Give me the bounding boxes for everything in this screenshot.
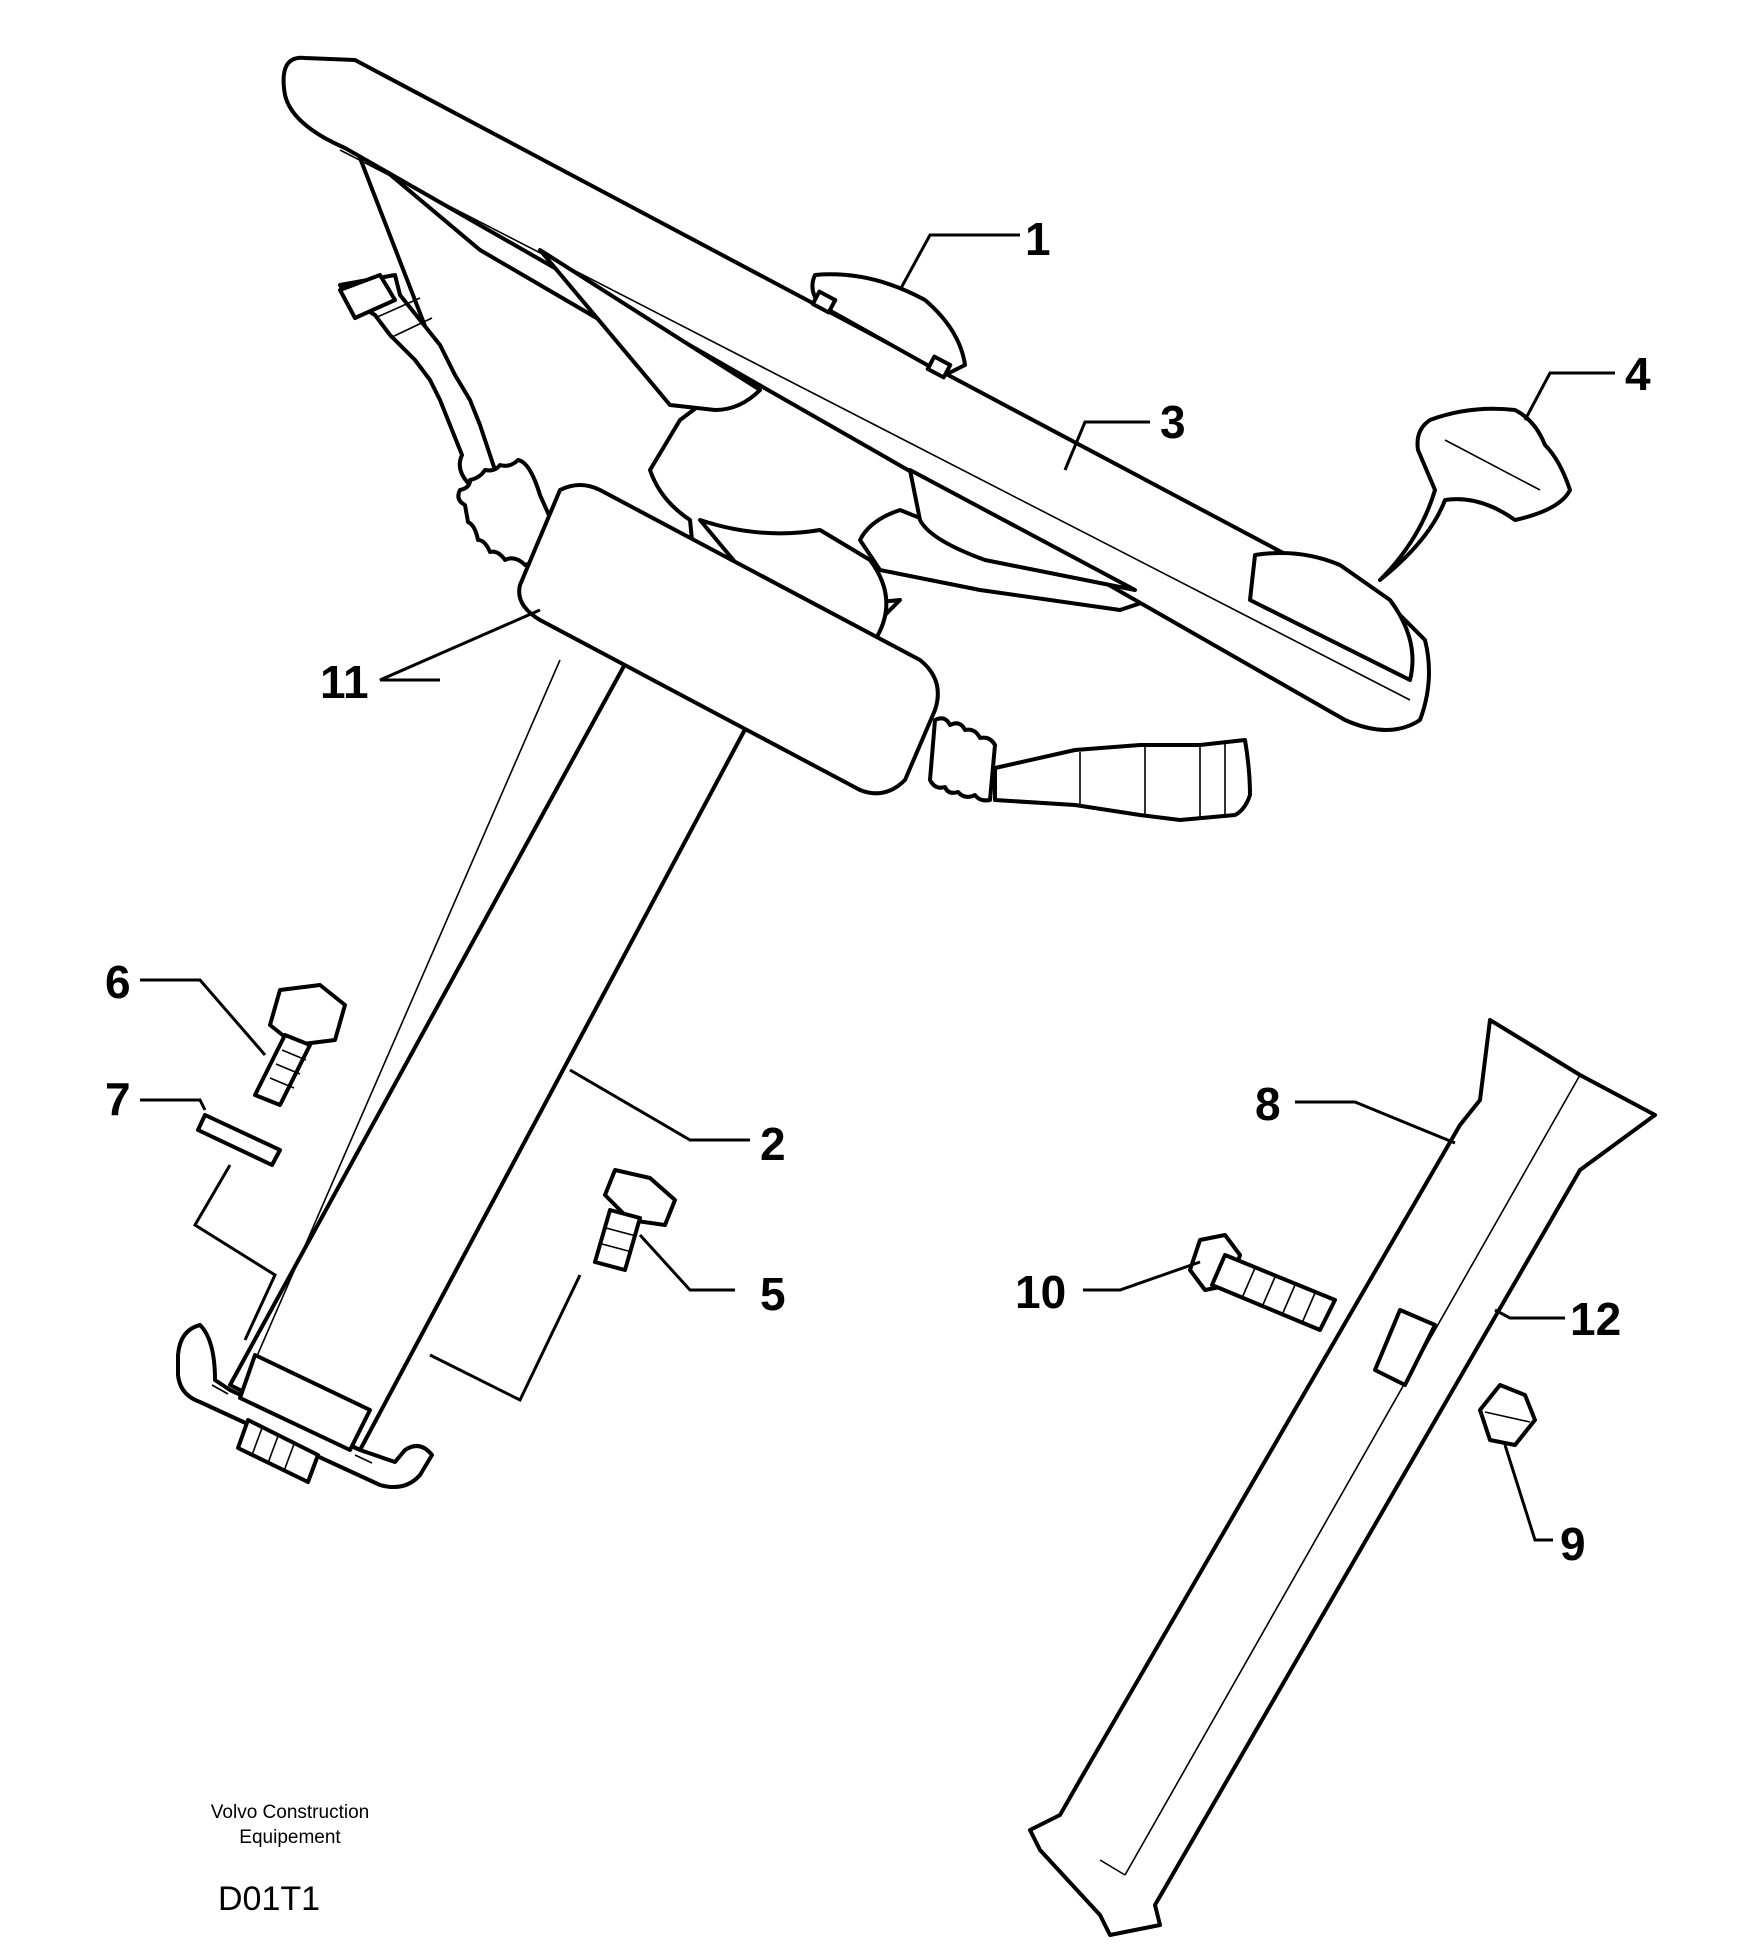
- callout-11: 11: [320, 656, 369, 708]
- leader-lines: [140, 233, 1615, 1542]
- callout-4: 4: [1625, 348, 1651, 400]
- bolt-10: [1188, 1233, 1337, 1332]
- column-bracket: [1028, 1018, 1657, 1937]
- callout-7: 7: [105, 1073, 131, 1125]
- callout-labels: 1 2 3 4 5 6 7 8 9 10 11 12: [105, 213, 1651, 1570]
- switch-assembly: [338, 273, 1252, 822]
- nut-9: [1478, 1383, 1537, 1447]
- callout-12: 12: [1570, 1293, 1621, 1345]
- bracket-hex-nut: [236, 1418, 320, 1484]
- bolt-6: [253, 983, 347, 1107]
- figure-code: D01T1: [218, 1880, 321, 1918]
- callout-1: 1: [1025, 213, 1051, 265]
- key-7: [196, 1113, 282, 1167]
- column-mounting-bracket: [176, 1323, 434, 1489]
- callout-5: 5: [760, 1268, 786, 1320]
- bolt-5: [593, 1168, 677, 1272]
- callout-2: 2: [760, 1118, 786, 1170]
- callout-10: 10: [1015, 1266, 1066, 1318]
- callout-9: 9: [1560, 1518, 1586, 1570]
- callout-8: 8: [1255, 1078, 1281, 1130]
- spinner-knob: [1248, 406, 1572, 682]
- callout-6: 6: [105, 956, 131, 1008]
- brand-caption: Volvo Construction Equipement: [180, 1800, 400, 1850]
- callout-3: 3: [1160, 396, 1186, 448]
- horn-cap: [810, 272, 967, 380]
- steering-wheel: [281, 55, 1431, 732]
- brand-line-1: Volvo Construction: [210, 1802, 370, 1823]
- brand-line-2: Equipement: [239, 1827, 341, 1848]
